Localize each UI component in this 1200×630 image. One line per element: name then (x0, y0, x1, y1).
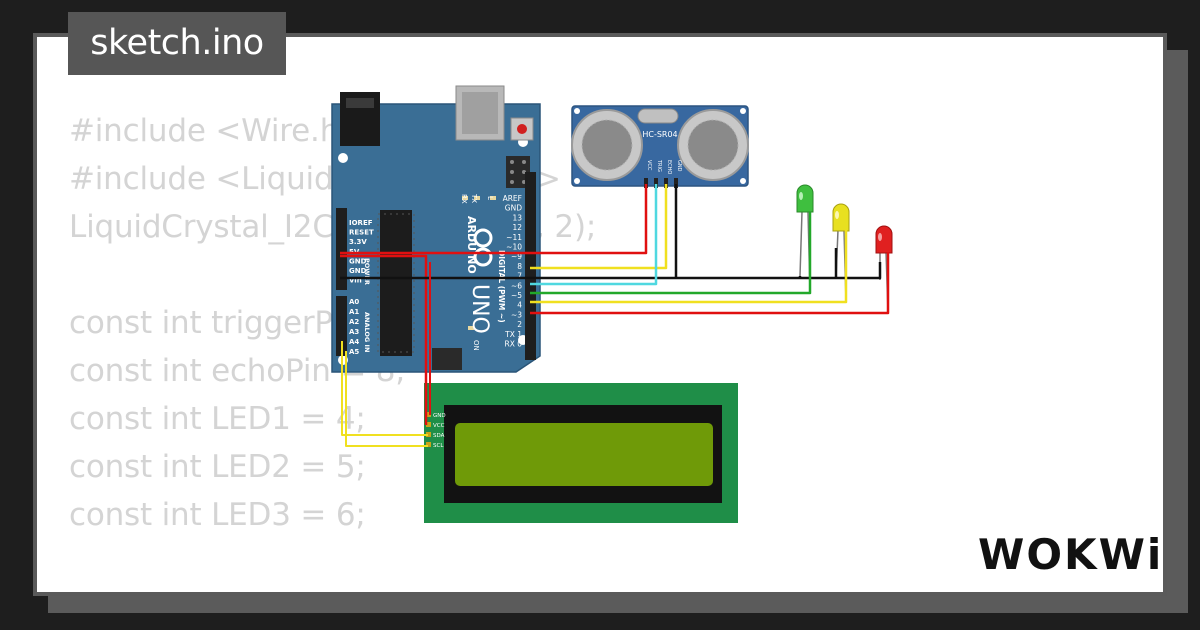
on-label: ON (472, 340, 480, 351)
digital-pin-label: ~3 (511, 310, 522, 319)
digital-pin-label: ~6 (511, 281, 522, 290)
digital-pin-label: ~10 (506, 243, 522, 252)
digital-pin-label: 13 (512, 213, 522, 222)
analog-header (336, 296, 347, 356)
lcd-pin-label: SCL (433, 443, 444, 449)
lcd-screen (455, 423, 713, 486)
lcd-pin-label: SDA (433, 433, 445, 439)
wire-a4-to-lcd-sda (341, 341, 428, 436)
digital-label: DIGITAL (PWM ~) (497, 250, 506, 323)
ultrasonic-transducer-left (571, 109, 643, 181)
power-pin-label: GND (349, 267, 367, 275)
sensor-pin-label: GND (676, 160, 682, 172)
analog-pin-label: A2 (349, 318, 359, 326)
sensor-label: HC-SR04 (642, 130, 677, 139)
wires (340, 184, 890, 447)
arduino-model-label: UNO (467, 284, 492, 334)
code-line: const int echoPin = 8; (69, 353, 406, 389)
lcd-pin-label: GND (433, 413, 446, 419)
analog-pin-label: A4 (349, 338, 359, 346)
power-pin-label: RESET (349, 229, 374, 237)
code-line: const int LED2 = 5; (69, 449, 366, 485)
code-line: const int LED3 = 6; (69, 497, 366, 533)
digital-pin-label: TX 1 (504, 330, 522, 339)
wire-5v-to-sensor-vcc (340, 184, 648, 255)
digital-header (525, 172, 536, 360)
arduino-uno-board[interactable]: ARDUINO UNO DIGITAL (PWM ~) ON TX RX L P… (331, 85, 541, 373)
lcd-1602-i2c[interactable]: GND VCC SDA SCL (424, 383, 738, 523)
digital-pin-label: ~9 (511, 252, 522, 261)
wire-5v-to-lcd-vcc (340, 254, 428, 425)
wire-gnd-bus (340, 262, 882, 280)
analog-pin-label: A1 (349, 308, 359, 316)
digital-pin-label: ~5 (511, 291, 522, 300)
icsp-header-2 (432, 348, 462, 370)
digital-pin-label: AREF (503, 194, 522, 203)
wire-pin8-to-sensor (530, 184, 668, 270)
sensor-pin-label: TRIG (656, 159, 662, 172)
analog-pin-label: A0 (349, 298, 359, 306)
hc-sr04-sensor[interactable]: HC-SR04 VCC TRIG ECHO GND (571, 105, 749, 188)
ultrasonic-transducer-right (677, 109, 749, 181)
digital-pin-label: 4 (517, 301, 522, 310)
wokwi-logo-text: WOKWi (978, 530, 1163, 579)
arduino-logo (473, 228, 493, 267)
power-pin-label: IOREF (349, 219, 373, 227)
power-pin-label: 3.3V (349, 238, 367, 246)
analog-label: ANALOG IN (363, 312, 371, 352)
led-red[interactable] (875, 225, 893, 313)
wire-pin7-to-sensor (530, 184, 658, 286)
wire-pin5-to-yellow-led (530, 230, 848, 304)
power-pin-label: GND (349, 257, 367, 265)
l-label: L (486, 196, 494, 200)
power-pin-label: Vin (349, 277, 362, 285)
digital-pin-label: ~11 (506, 233, 522, 242)
analog-pin-label: A3 (349, 328, 359, 336)
sensor-pin-label: VCC (646, 160, 652, 171)
analog-pin-label: A5 (349, 348, 359, 356)
power-header (336, 208, 347, 290)
sensor-pin-label: ECHO (666, 160, 672, 174)
wire-pin6-to-green-led (530, 212, 812, 295)
digital-pin-label: 8 (517, 262, 522, 271)
wire-pin4-to-red-led (530, 252, 890, 315)
file-tab-sketch-ino[interactable]: sketch.ino (68, 12, 286, 75)
tx-label: TX (470, 193, 478, 203)
atmega-chip (380, 210, 412, 356)
power-label: POWER (363, 258, 371, 285)
sensor-crystal (637, 108, 679, 124)
wire-a5-to-lcd-scl (345, 351, 428, 447)
arduino-brand-label: ARDUINO (465, 216, 478, 274)
digital-pin-label: 2 (517, 320, 522, 329)
rx-label: RX (460, 194, 468, 204)
lcd-pin-label: VCC (433, 423, 445, 429)
digital-pin-label: 7 (517, 272, 522, 281)
digital-pin-label: RX 0 (504, 340, 522, 349)
digital-pin-label: 12 (512, 223, 522, 232)
code-line: const int LED1 = 4; (69, 401, 366, 437)
digital-pin-label: GND (505, 204, 522, 213)
mounting-hole (338, 153, 348, 163)
wokwi-logo: WOKWi (978, 530, 1163, 579)
